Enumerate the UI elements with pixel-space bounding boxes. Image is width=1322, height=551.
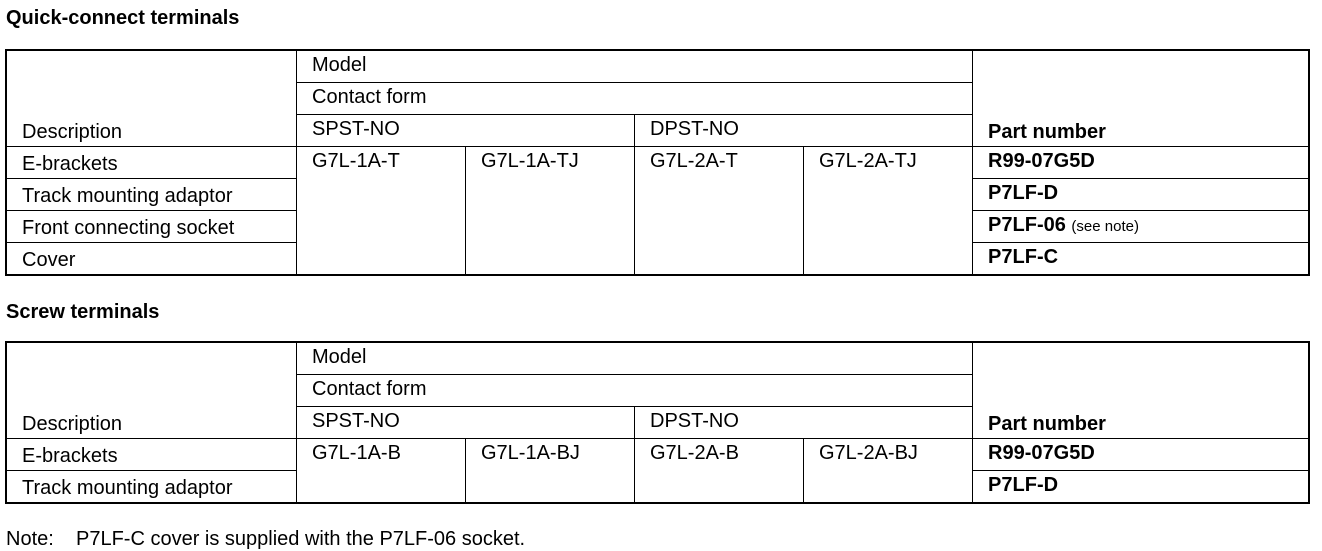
quick-connect-table: Description Model Part number Contact fo… [4, 49, 1311, 276]
model-cell: G7L-1A-T [296, 146, 466, 275]
section-title-quick-connect: Quick-connect terminals [6, 7, 240, 29]
model-header: Model [295, 50, 974, 83]
part-number-cell: P7LF-C [972, 242, 1310, 275]
model-cell: G7L-2A-TJ [802, 146, 974, 275]
model-cell: G7L-1A-BJ [465, 438, 635, 503]
model-cell: G7L-2A-BJ [802, 438, 974, 503]
spst-no-header: SPST-NO [296, 406, 635, 439]
row-description: E-brackets [6, 146, 297, 179]
row-description: Cover [6, 242, 297, 275]
model-cell: G7L-2A-B [634, 438, 804, 503]
part-number-value: P7LF-06 [988, 214, 1066, 236]
part-number-header: Part number [972, 50, 1310, 147]
row-description: E-brackets [6, 438, 297, 471]
note-text: P7LF-C cover is supplied with the P7LF-0… [76, 528, 526, 550]
part-number-cell: P7LF-D [972, 470, 1310, 503]
row-description: Front connecting socket [6, 210, 297, 243]
dpst-no-header: DPST-NO [633, 114, 974, 147]
model-cell: G7L-2A-T [634, 146, 804, 275]
screw-terminals-table: Description Model Part number Contact fo… [4, 341, 1311, 504]
contact-form-header: Contact form [295, 82, 974, 115]
part-number-cell: R99-07G5D [972, 146, 1310, 179]
section-title-screw-terminals: Screw terminals [6, 301, 160, 323]
model-cell: G7L-1A-TJ [465, 146, 635, 275]
description-header: Description [6, 50, 297, 147]
description-header: Description [6, 342, 297, 439]
model-header: Model [295, 342, 974, 375]
contact-form-header: Contact form [295, 374, 974, 407]
part-number-cell: P7LF-06 (see note) [972, 210, 1310, 243]
spst-no-header: SPST-NO [296, 114, 635, 147]
note-label: Note: [6, 528, 54, 550]
row-description: Track mounting adaptor [6, 178, 297, 211]
see-note-text: (see note) [1071, 218, 1139, 235]
dpst-no-header: DPST-NO [633, 406, 974, 439]
footnote: Note: P7LF-C cover is supplied with the P… [6, 527, 525, 551]
part-number-cell: P7LF-D [972, 178, 1310, 211]
part-number-cell: R99-07G5D [972, 438, 1310, 471]
part-number-header: Part number [972, 342, 1310, 439]
row-description: Track mounting adaptor [6, 470, 297, 503]
model-cell: G7L-1A-B [296, 438, 466, 503]
